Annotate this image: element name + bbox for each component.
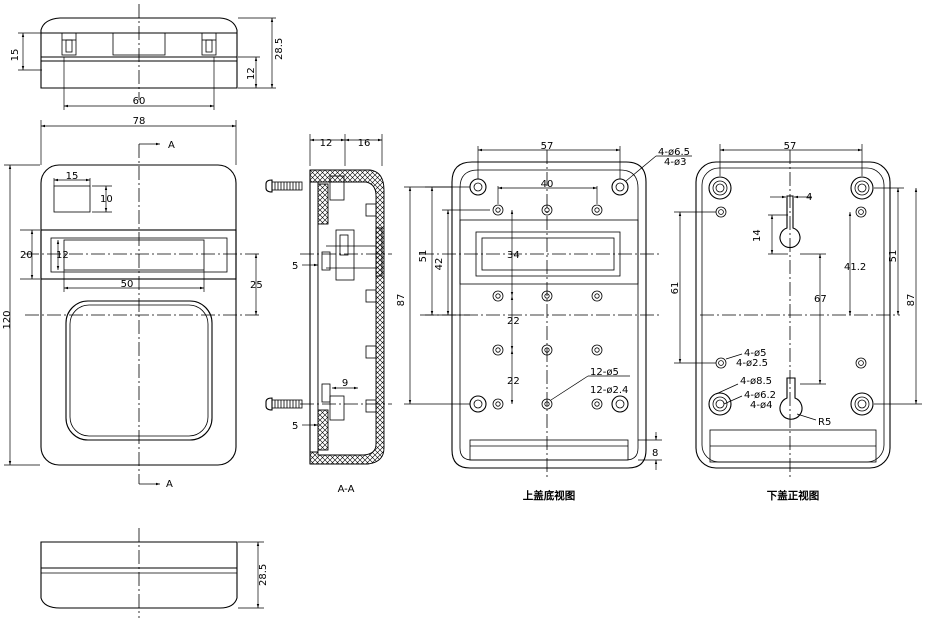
section-label: A-A [338,484,355,495]
upper-dim-42: 42 [434,258,445,271]
upper-caption: 上盖底视图 [523,489,576,502]
upper-dim-57: 57 [541,141,554,152]
front-dim-20: 20 [20,250,33,261]
top-dim-60: 60 [133,96,146,107]
lower-caption: 下盖正视图 [767,489,820,502]
lower-dim-41-2: 41.2 [844,262,866,273]
front-dim-15: 15 [66,171,79,182]
upper-dim-40: 40 [541,179,554,190]
lower-note-5: 4-ø5 [744,348,766,359]
top-view: 15 28.5 12 60 [10,4,285,110]
front-dim-120: 120 [2,310,13,329]
lower-dim-87: 87 [906,294,917,307]
upper-note-3: 4-ø3 [664,157,686,168]
section-dim-16: 16 [358,138,371,149]
lower-dim-51: 51 [888,250,899,263]
bottom-dim-28-5: 28.5 [258,564,269,586]
lower-note-6-2: 4-ø6.2 [744,390,776,401]
upper-dim-22a: 22 [507,316,520,327]
lower-dim-61: 61 [670,282,681,295]
section-view: 12 16 5 5 9 A-A [265,134,392,495]
section-mark-top: A [168,140,175,151]
section-mark-bottom: A [166,479,173,490]
front-dim-25: 25 [250,280,263,291]
top-dim-12: 12 [246,67,257,80]
lower-dim-14: 14 [752,229,763,242]
front-dim-78: 78 [133,116,146,127]
section-dim-5a: 5 [292,261,298,272]
front-dim-12: 12 [56,250,69,261]
lower-note-4: 4-ø4 [750,400,772,411]
upper-dim-87: 87 [396,294,407,307]
lower-dim-4: 4 [806,192,812,203]
lower-note-8-5: 4-ø8.5 [740,376,772,387]
upper-note-2-4: 12-ø2.4 [590,385,628,396]
upper-dim-8: 8 [652,448,658,459]
lower-dim-57: 57 [784,141,797,152]
bottom-view: 28.5 [40,528,269,618]
section-dim-9: 9 [342,378,348,389]
upper-cover-view: 57 40 51 42 87 34 22 22 8 4-ø6.5 4-ø3 12… [396,141,692,502]
lower-note-2-5: 4-ø2.5 [736,358,768,369]
section-dim-12: 12 [320,138,333,149]
top-dim-28-5: 28.5 [274,38,285,60]
lower-cover-view: 57 4 14 41.2 51 87 61 67 4-ø5 4-ø2.5 4-ø… [670,141,922,502]
upper-note-5: 12-ø5 [590,367,619,378]
upper-note-6-5: 4-ø6.5 [658,147,690,158]
upper-dim-51: 51 [418,250,429,263]
upper-dim-34: 34 [507,250,520,261]
front-dim-50: 50 [121,279,134,290]
front-view: 78 A A 15 10 20 12 50 25 [2,116,263,490]
upper-dim-22b: 22 [507,376,520,387]
front-dim-10: 10 [100,194,113,205]
lower-note-r5: R5 [818,417,831,428]
top-dim-15: 15 [10,49,21,62]
lower-dim-67: 67 [814,294,827,305]
section-dim-5b: 5 [292,421,298,432]
